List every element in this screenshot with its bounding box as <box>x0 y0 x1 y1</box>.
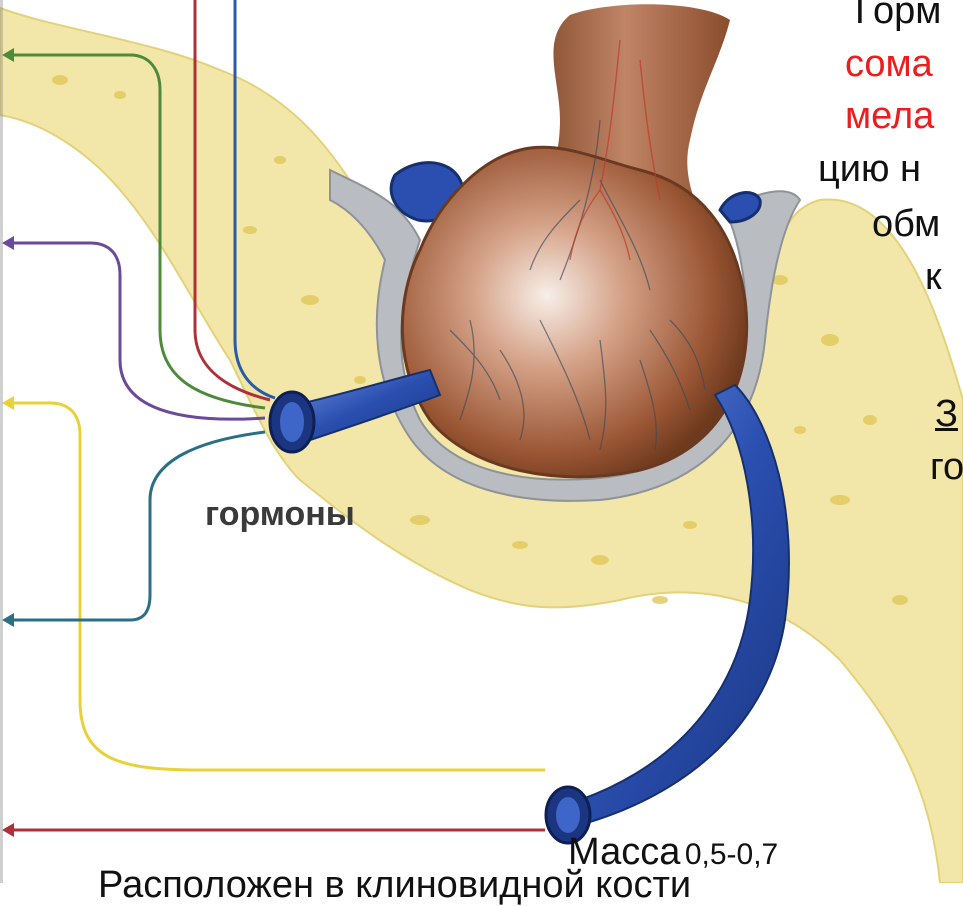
arrowhead-teal <box>2 613 14 627</box>
arrowhead-red <box>2 823 14 837</box>
mass-value: 0,5-0,7 <box>685 838 778 871</box>
right-text-line-1: Горм <box>855 0 941 30</box>
right-text-line-6: к <box>925 258 942 296</box>
right-text-line-3: мела <box>845 97 934 135</box>
left-edge-line <box>0 0 3 883</box>
arrowhead-yellow <box>2 396 14 410</box>
right-text-line-8: го <box>930 448 963 486</box>
right-text-line-2: сома <box>845 45 933 83</box>
arrow-heads <box>2 48 14 837</box>
pituitary-gland <box>402 147 746 477</box>
location-caption: Расположен в клиновидной кости <box>98 866 691 904</box>
right-text-line-4: цию н <box>818 150 921 188</box>
arrowhead-purple <box>2 236 14 250</box>
right-text-line-5: обм <box>872 205 940 243</box>
hormones-label: гормоны <box>205 495 355 534</box>
right-text-line-7: З <box>935 395 958 433</box>
pituitary-diagram <box>0 0 963 883</box>
